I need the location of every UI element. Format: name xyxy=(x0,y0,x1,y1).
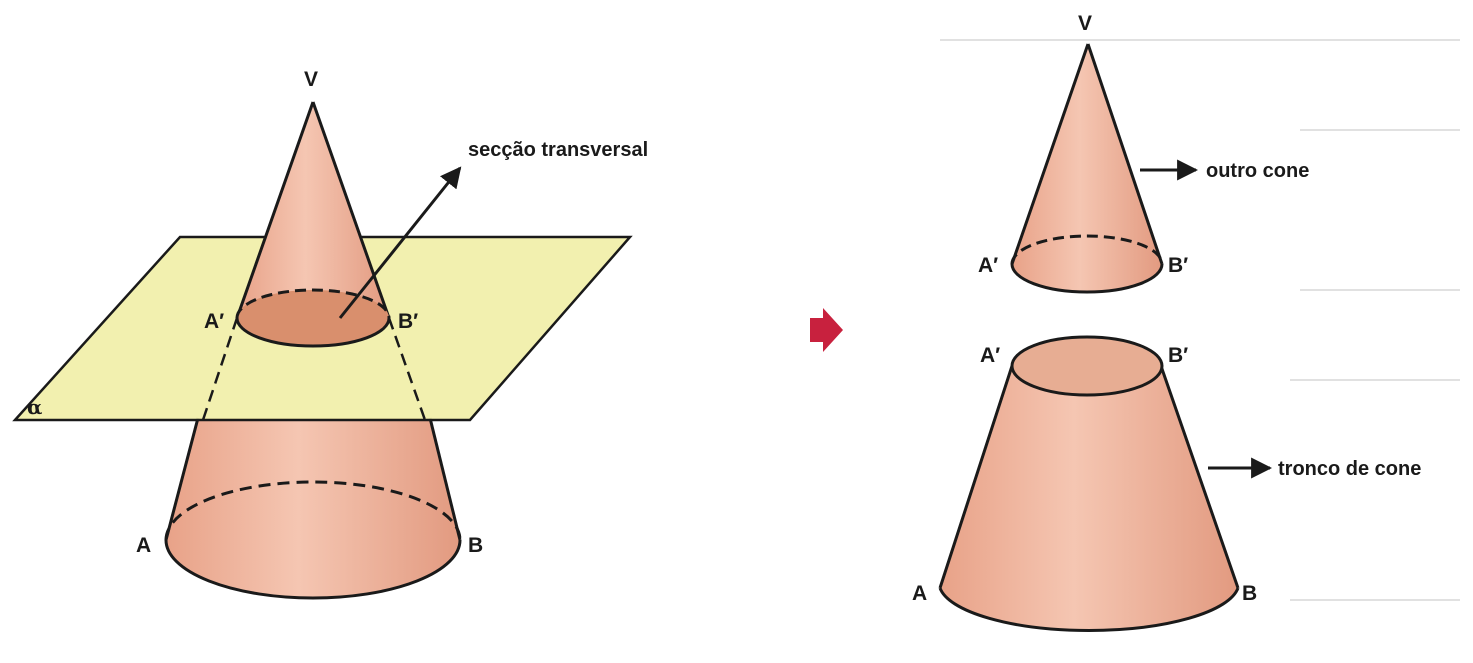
top-cone-label-b: B′ xyxy=(1168,254,1188,277)
left-base-label-a: A xyxy=(136,534,151,557)
frustum-bottom-label-b: B xyxy=(1242,582,1257,605)
cross-section-ellipse xyxy=(235,288,391,348)
left-base-label-b: B xyxy=(468,534,483,557)
right-vertex-label: V xyxy=(1078,12,1092,35)
plane-alpha-label: α xyxy=(27,395,42,419)
background-ghost-lines xyxy=(940,39,1460,601)
frustum-top-label-b: B′ xyxy=(1168,344,1188,367)
tronco-caption: tronco de cone xyxy=(1278,458,1421,480)
outro-cone-caption: outro cone xyxy=(1206,160,1309,182)
left-section-label-b: B′ xyxy=(398,310,418,333)
frustum-bottom-label-a: A xyxy=(912,582,927,605)
left-vertex-label: V xyxy=(304,68,318,91)
transition-arrow-icon xyxy=(810,308,843,352)
left-cone-upper-part xyxy=(235,101,391,346)
right-top-cone xyxy=(1010,43,1164,294)
left-cone-lower-part xyxy=(164,417,462,600)
section-caption: secção transversal xyxy=(468,139,648,161)
frustum-top-label-a: A′ xyxy=(980,344,1000,367)
right-frustum xyxy=(938,335,1240,632)
left-section-label-a: A′ xyxy=(204,310,224,333)
section-caption-pointer xyxy=(338,166,462,319)
top-cone-label-a: A′ xyxy=(978,254,998,277)
